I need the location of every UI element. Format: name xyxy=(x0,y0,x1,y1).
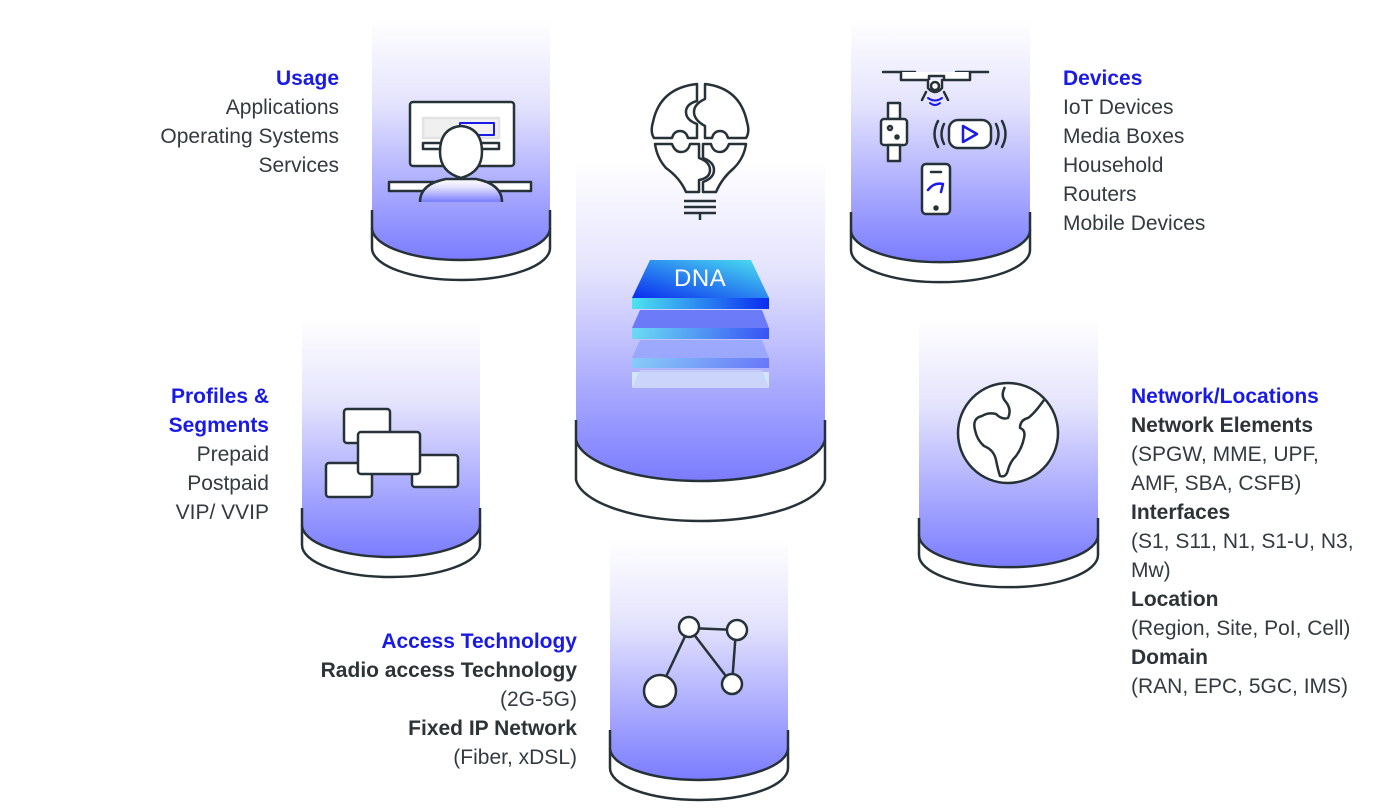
network-title: Network/Locations xyxy=(1131,385,1319,408)
person-at-computer-icon xyxy=(387,100,533,203)
devices-item: Household xyxy=(1063,154,1164,177)
cylinder-devices xyxy=(849,20,1032,284)
network-block: Network/Locations Network Elements (SPGW… xyxy=(1131,382,1354,701)
profiles-title: Profiles & xyxy=(170,385,269,408)
profiles-item: VIP/ VVIP xyxy=(175,501,269,524)
lightbulb-puzzle-icon xyxy=(650,82,750,220)
network-section-heading: Location xyxy=(1131,588,1219,611)
usage-block: Usage Applications Operating Systems Ser… xyxy=(160,64,339,180)
devices-item: IoT Devices xyxy=(1063,96,1174,119)
devices-item: Routers xyxy=(1063,183,1137,206)
usage-item: Applications xyxy=(225,96,339,119)
profiles-item: Prepaid xyxy=(196,443,269,466)
access-section-line: (Fiber, xDSL) xyxy=(453,746,577,769)
network-nodes-icon xyxy=(642,615,749,709)
profiles-title-line2: Segments xyxy=(168,414,269,437)
devices-title: Devices xyxy=(1063,67,1143,90)
layered-stack-icon xyxy=(632,260,769,388)
profiles-item: Postpaid xyxy=(187,472,269,495)
access-section-heading: Radio access Technology xyxy=(320,659,577,682)
stacked-cards-icon xyxy=(324,407,460,499)
network-section-line: (RAN, EPC, 5GC, IMS) xyxy=(1131,675,1349,698)
cylinder-access xyxy=(608,540,790,802)
profiles-block: Profiles & Segments Prepaid Postpaid VIP… xyxy=(169,382,269,527)
globe-icon xyxy=(956,381,1060,485)
network-section-heading: Domain xyxy=(1131,646,1209,669)
devices-item: Mobile Devices xyxy=(1063,212,1206,235)
access-section-heading: Fixed IP Network xyxy=(408,717,577,740)
devices-item: Media Boxes xyxy=(1063,125,1185,148)
network-section-heading: Network Elements xyxy=(1131,414,1314,437)
access-section-line: (2G-5G) xyxy=(499,688,577,711)
network-section-line: (SPGW, MME, UPF, xyxy=(1131,443,1319,466)
devices-icon xyxy=(879,70,1007,216)
network-section-line: (Region, Site, PoI, Cell) xyxy=(1131,617,1351,640)
network-section-heading: Interfaces xyxy=(1131,501,1231,524)
access-block: Access Technology Radio access Technolog… xyxy=(321,627,577,772)
devices-block: Devices IoT Devices Media Boxes Househol… xyxy=(1063,64,1205,238)
access-title: Access Technology xyxy=(381,630,577,653)
usage-item: Services xyxy=(258,154,339,177)
dna-label: DNA xyxy=(674,265,727,292)
network-section-line: AMF, SBA, CSFB) xyxy=(1131,472,1302,495)
network-section-line: Mw) xyxy=(1131,559,1171,582)
usage-item: Operating Systems xyxy=(160,125,339,148)
usage-title: Usage xyxy=(275,67,339,90)
network-section-line: (S1, S11, N1, S1-U, N3, xyxy=(1131,530,1354,553)
